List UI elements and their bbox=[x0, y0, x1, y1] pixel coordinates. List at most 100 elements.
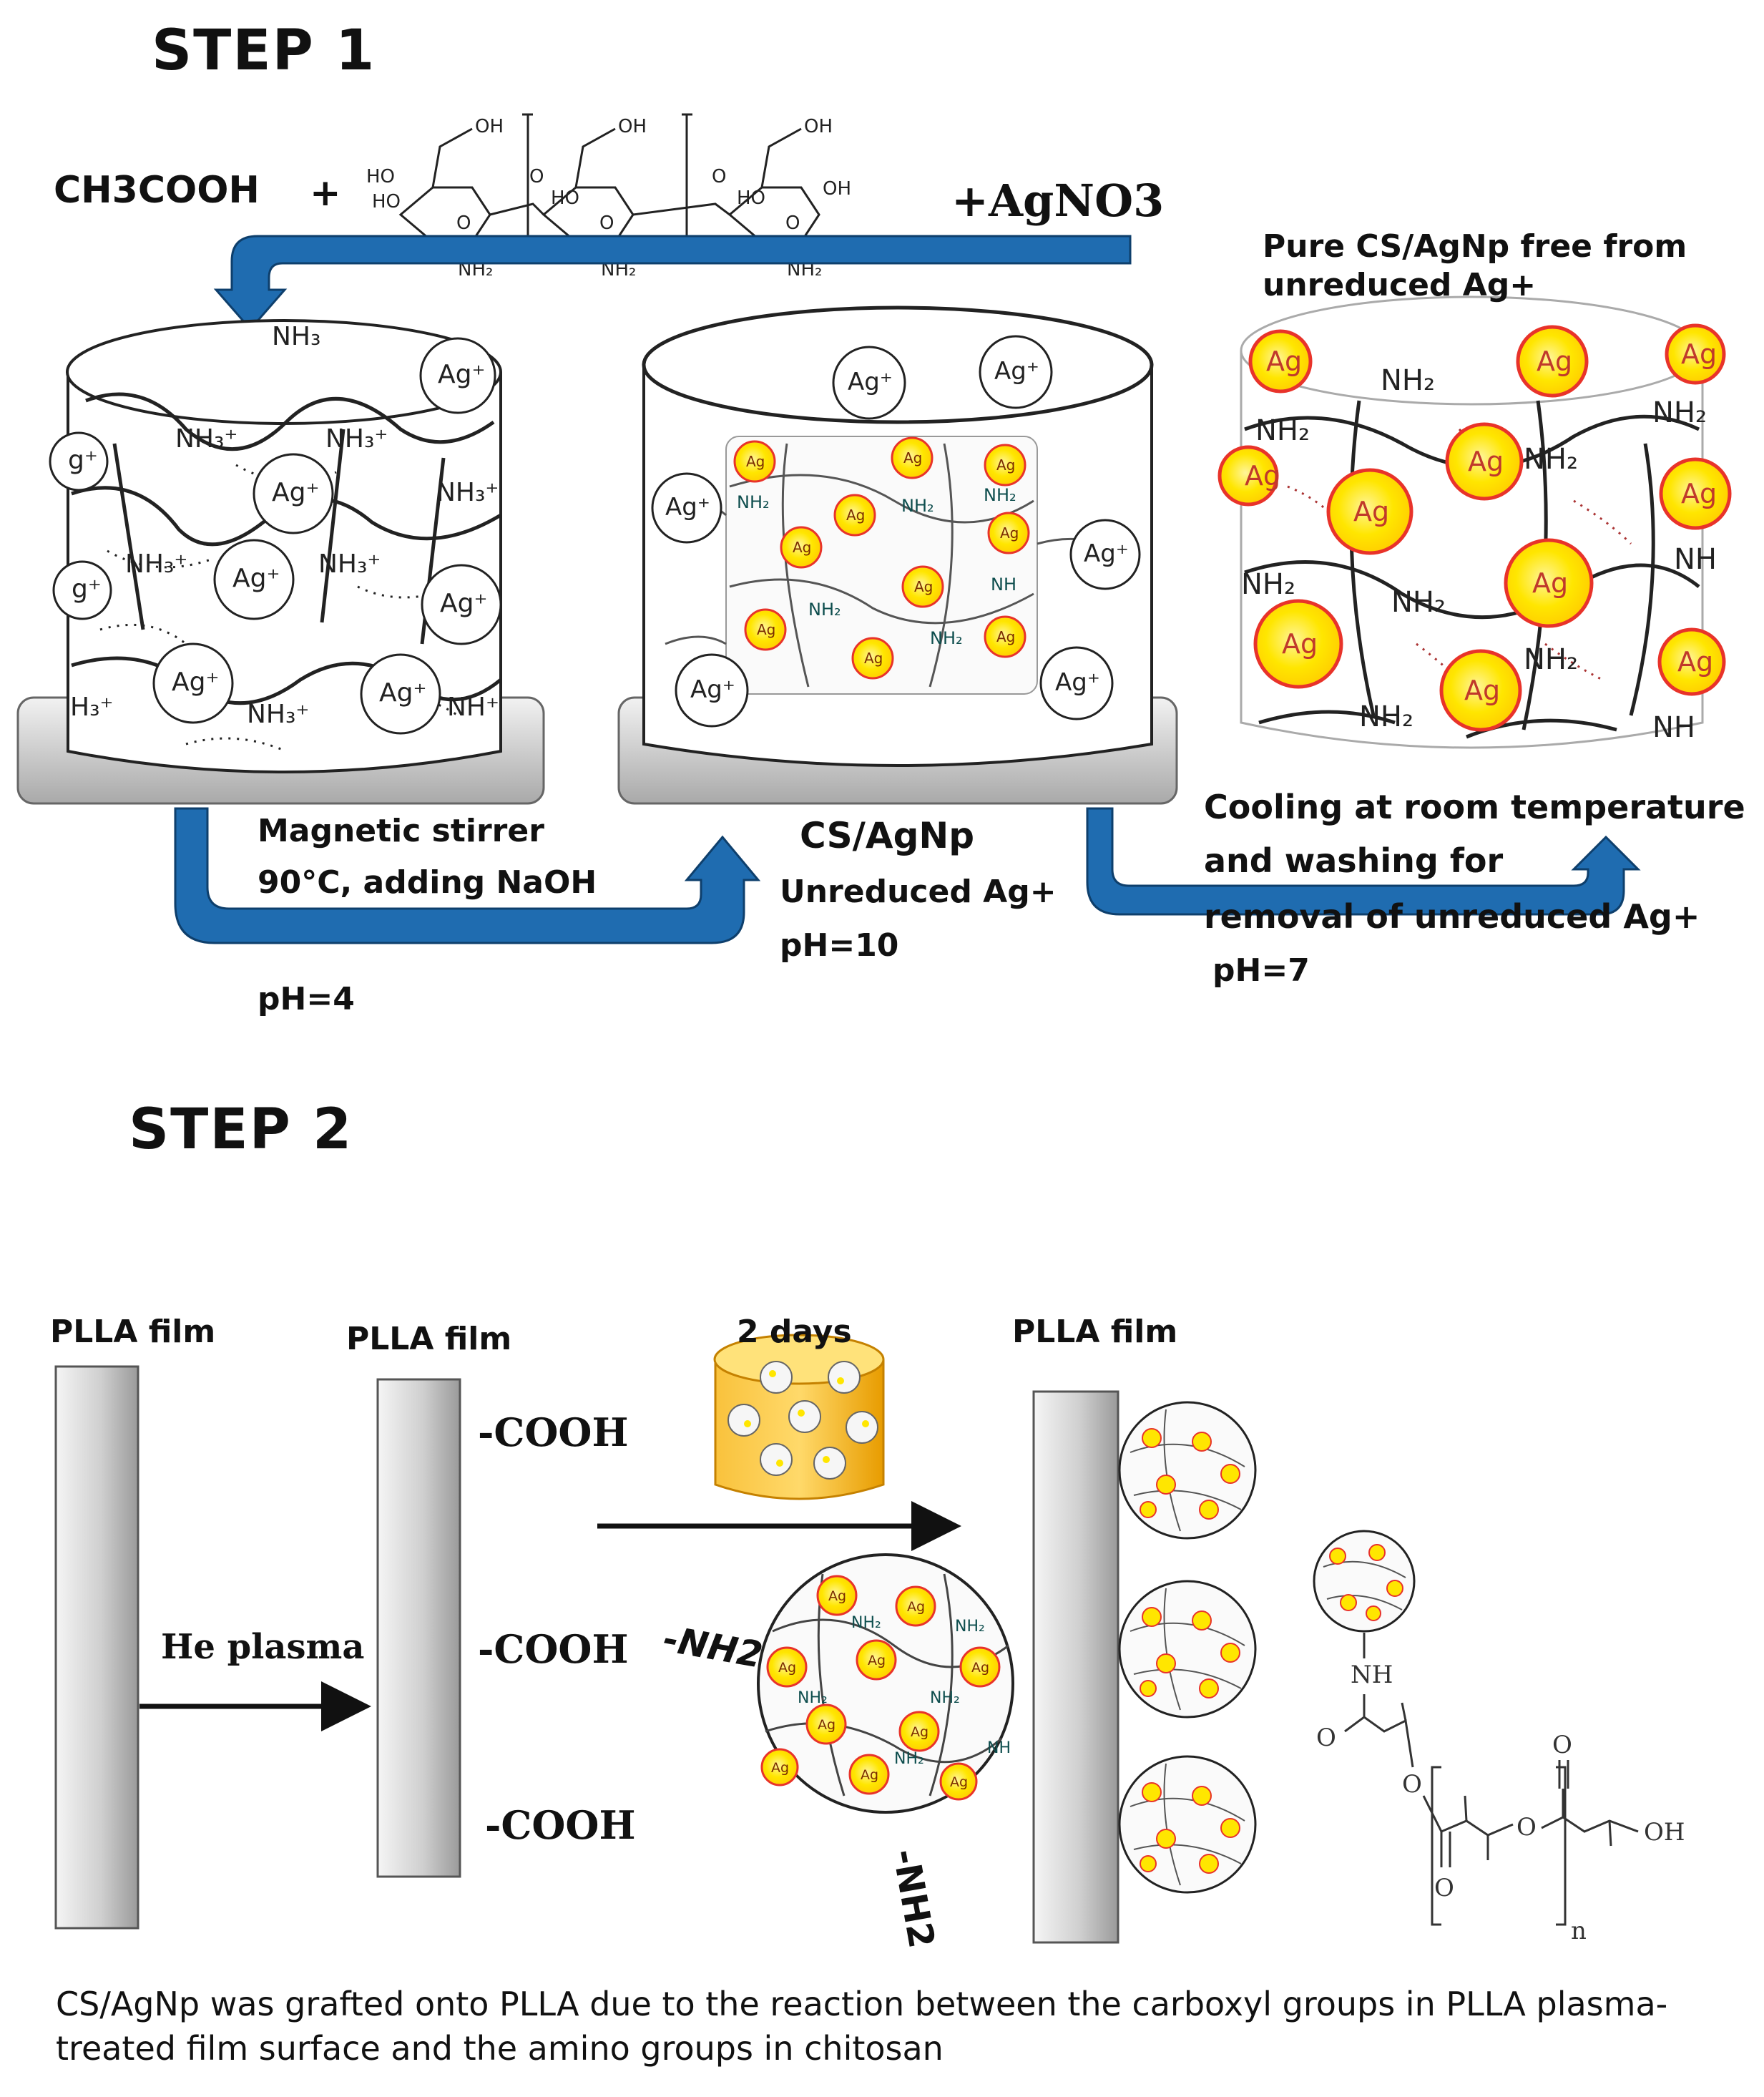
svg-text:NH₂: NH₂ bbox=[808, 600, 841, 620]
svg-text:NH₂: NH₂ bbox=[1652, 396, 1707, 429]
svg-text:OH: OH bbox=[804, 116, 833, 137]
svg-text:Ag⁺: Ag⁺ bbox=[1055, 668, 1100, 697]
svg-text:Ag: Ag bbox=[828, 1588, 846, 1604]
svg-text:Ag: Ag bbox=[1681, 478, 1717, 509]
svg-text:Ag: Ag bbox=[1537, 346, 1572, 377]
svg-text:NH₂: NH₂ bbox=[901, 496, 934, 516]
svg-text:NH₂: NH₂ bbox=[798, 1689, 828, 1707]
svg-text:Ag: Ag bbox=[903, 449, 922, 466]
svg-text:NH₃: NH₃ bbox=[272, 322, 320, 351]
svg-text:O: O bbox=[1552, 1731, 1572, 1759]
svg-text:NH₂: NH₂ bbox=[851, 1614, 881, 1632]
svg-text:Ag: Ag bbox=[907, 1599, 925, 1615]
svg-text:Ag⁺: Ag⁺ bbox=[272, 478, 319, 507]
svg-text:Ag: Ag bbox=[1000, 524, 1019, 542]
svg-text:Ag⁺: Ag⁺ bbox=[440, 589, 487, 618]
carboxyl-group-middle: -COOH bbox=[478, 1626, 629, 1672]
svg-text:Ag: Ag bbox=[846, 507, 865, 524]
svg-text:NH: NH bbox=[991, 575, 1016, 595]
svg-text:Ag⁺: Ag⁺ bbox=[994, 357, 1039, 386]
svg-text:NH₂: NH₂ bbox=[894, 1750, 924, 1768]
svg-text:Ag: Ag bbox=[1468, 446, 1504, 477]
film-label-untreated: PLLA film bbox=[50, 1314, 216, 1350]
svg-text:Ag: Ag bbox=[771, 1760, 789, 1776]
svg-text:O: O bbox=[712, 166, 726, 187]
svg-text:Ag: Ag bbox=[1677, 646, 1713, 678]
svg-text:NH₂: NH₂ bbox=[930, 1689, 960, 1707]
stirring-flow-arrow bbox=[174, 807, 761, 944]
svg-text:Ag⁺: Ag⁺ bbox=[690, 675, 735, 704]
svg-text:NH₂: NH₂ bbox=[1241, 568, 1295, 601]
svg-text:HO: HO bbox=[366, 166, 395, 187]
plus-sign: + bbox=[310, 172, 341, 215]
svg-text:Ag: Ag bbox=[778, 1660, 796, 1676]
pure-product-label: Pure CS/AgNp free from unreduced Ag+ bbox=[1263, 228, 1687, 303]
beaker-chitosan-ag-ions: Ag⁺ Ag⁺ Ag⁺ Ag⁺ Ag⁺ Ag⁺ g⁺ g⁺ NH₃ NH₃⁺ N… bbox=[16, 319, 545, 805]
film-label-treated: PLLA film bbox=[346, 1321, 512, 1357]
svg-text:NH₂: NH₂ bbox=[930, 628, 963, 648]
reagent-silver-nitrate: +AgNO3 bbox=[951, 175, 1165, 227]
svg-text:NH₃⁺: NH₃⁺ bbox=[318, 549, 381, 579]
svg-text:O: O bbox=[785, 212, 800, 234]
svg-text:O: O bbox=[529, 166, 544, 187]
step2-title: STEP 2 bbox=[129, 1098, 353, 1162]
svg-text:O: O bbox=[1316, 1724, 1336, 1752]
reagent-acid: CH3COOH bbox=[54, 172, 260, 209]
svg-text:Ag: Ag bbox=[1282, 628, 1318, 660]
svg-text:NH₂: NH₂ bbox=[737, 492, 770, 512]
svg-text:OH: OH bbox=[618, 116, 647, 137]
product-ph-label: pH=10 bbox=[780, 927, 899, 964]
svg-text:NH₃⁺: NH₃⁺ bbox=[247, 700, 309, 729]
svg-text:Ag: Ag bbox=[950, 1774, 968, 1790]
svg-text:n: n bbox=[1571, 1917, 1587, 1945]
step1-title: STEP 1 bbox=[152, 19, 376, 83]
svg-text:g⁺: g⁺ bbox=[68, 446, 98, 475]
cs-agnp-jar-icon bbox=[713, 1334, 885, 1500]
svg-text:Ag⁺: Ag⁺ bbox=[665, 493, 710, 522]
svg-text:Ag: Ag bbox=[818, 1717, 836, 1733]
final-ph-label: pH=7 bbox=[1212, 952, 1310, 989]
svg-text:NH₃⁺: NH₃⁺ bbox=[436, 478, 499, 507]
svg-text:NH: NH bbox=[987, 1739, 1011, 1757]
svg-text:Ag: Ag bbox=[1532, 567, 1568, 599]
svg-text:NH₂: NH₂ bbox=[1359, 700, 1413, 733]
cooling-label-line2: and washing for bbox=[1204, 841, 1504, 880]
initial-ph-label: pH=4 bbox=[258, 981, 355, 1017]
svg-text:Ag⁺: Ag⁺ bbox=[379, 678, 426, 708]
svg-text:Ag: Ag bbox=[996, 456, 1015, 474]
figure-caption: CS/AgNp was grafted onto PLLA due to the… bbox=[56, 1985, 1668, 2068]
svg-text:NH₂: NH₂ bbox=[1391, 586, 1446, 619]
film-label-grafted: PLLA film bbox=[1012, 1314, 1178, 1350]
carboxyl-group-top: -COOH bbox=[478, 1409, 629, 1455]
stirring-conditions-line1: Magnetic stirrer bbox=[258, 813, 544, 849]
svg-text:NH₂: NH₂ bbox=[1524, 643, 1578, 676]
svg-text:HO: HO bbox=[737, 187, 765, 209]
svg-text:OH: OH bbox=[1644, 1818, 1685, 1847]
reagent-acid-formula: CH3COOH bbox=[54, 169, 260, 212]
svg-text:Ag⁺: Ag⁺ bbox=[1084, 539, 1129, 568]
svg-text:NH⁺: NH⁺ bbox=[447, 693, 499, 722]
svg-text:H₃⁺: H₃⁺ bbox=[70, 693, 114, 722]
svg-text:Ag⁺: Ag⁺ bbox=[232, 564, 280, 593]
svg-text:NH: NH bbox=[1351, 1661, 1393, 1689]
svg-text:NH₂: NH₂ bbox=[1381, 364, 1435, 397]
svg-text:OH: OH bbox=[475, 116, 504, 137]
grafting-duration-label: 2 days bbox=[737, 1314, 852, 1350]
svg-text:Ag: Ag bbox=[746, 453, 765, 470]
svg-text:NH₂: NH₂ bbox=[984, 485, 1016, 505]
svg-text:HO: HO bbox=[551, 187, 579, 209]
svg-text:NH₃⁺: NH₃⁺ bbox=[175, 424, 237, 454]
carboxyl-group-bottom: -COOH bbox=[485, 1802, 636, 1848]
stirring-conditions-line2: 90°C, adding NaOH bbox=[258, 864, 597, 901]
svg-text:O: O bbox=[599, 212, 614, 234]
cooling-label-line3: removal of unreduced Ag+ bbox=[1204, 897, 1700, 936]
svg-text:Ag: Ag bbox=[911, 1724, 928, 1740]
svg-text:OH: OH bbox=[823, 178, 851, 200]
svg-text:Ag: Ag bbox=[861, 1767, 878, 1783]
svg-text:Ag: Ag bbox=[971, 1660, 989, 1676]
plasma-label: He plasma bbox=[161, 1627, 365, 1667]
